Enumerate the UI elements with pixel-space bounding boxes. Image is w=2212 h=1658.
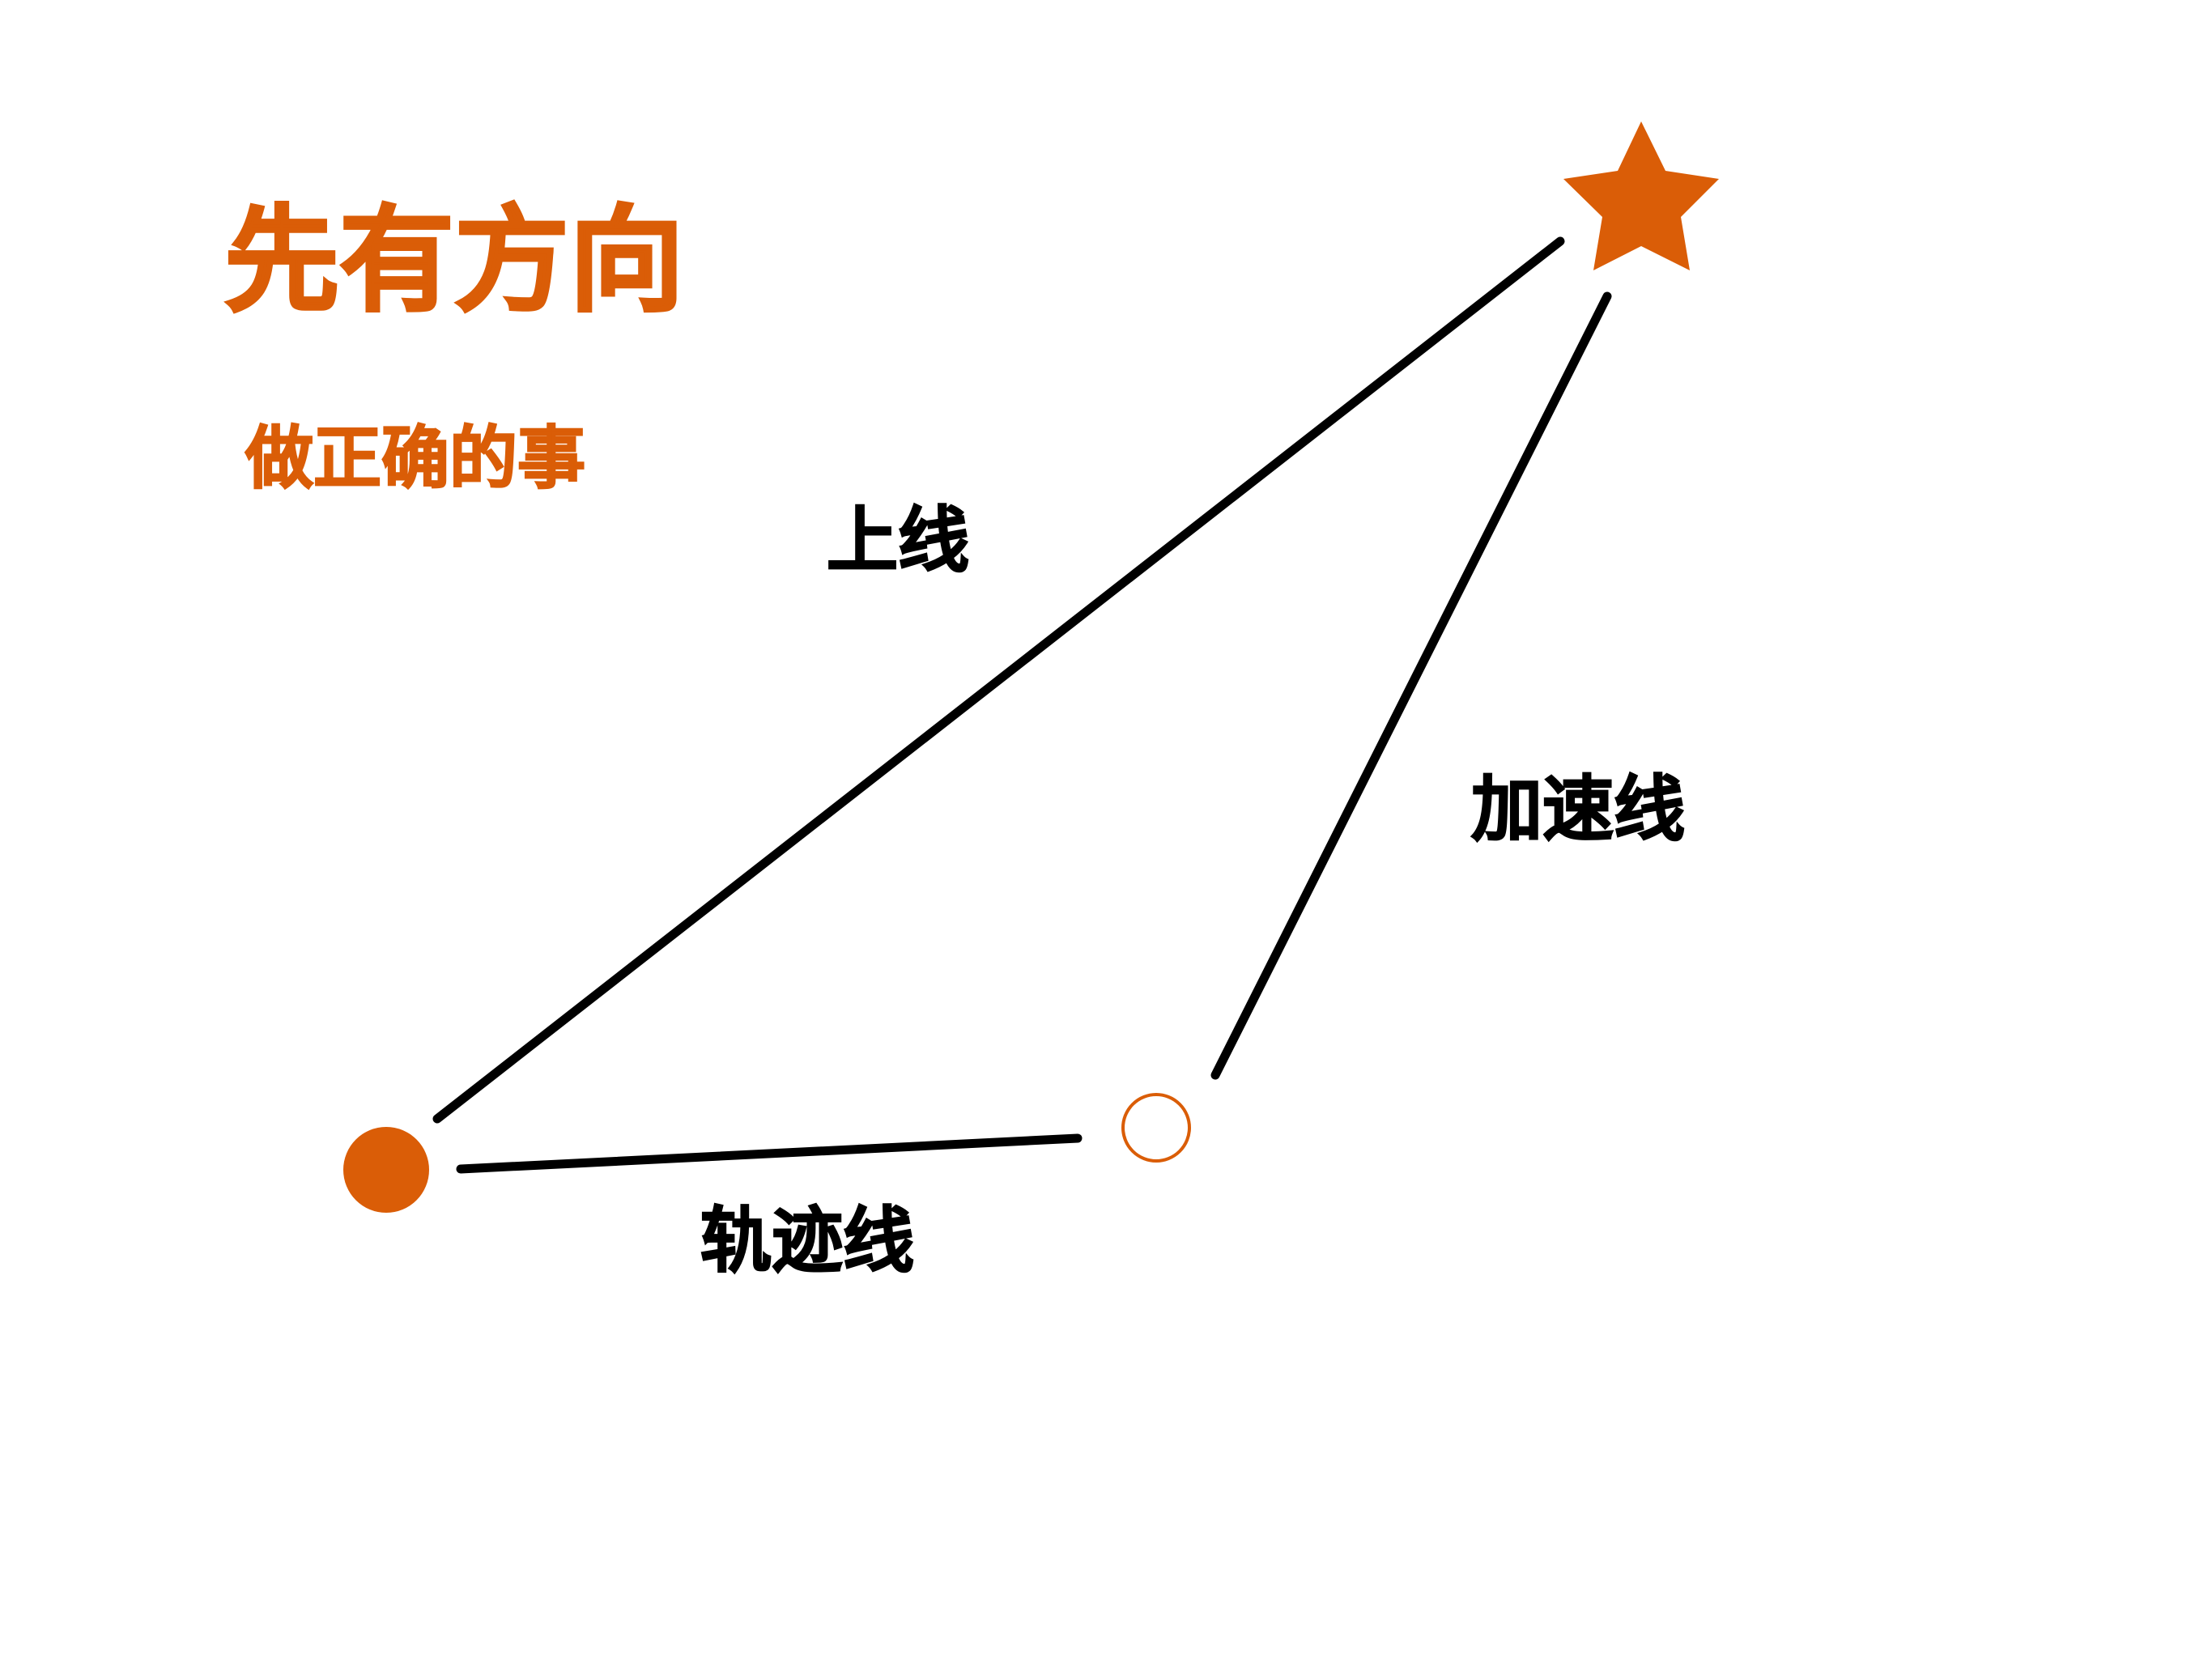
page-title: 先有方向 (223, 194, 686, 328)
upper-line (432, 236, 1565, 1124)
upper-line-label: 上线 (826, 499, 970, 582)
trajectory-line-label: 轨迹线 (700, 1199, 915, 1282)
filled-circle-icon (343, 1127, 429, 1213)
hollow-circle-icon (1121, 1093, 1191, 1163)
star-icon (1563, 121, 1719, 270)
acceleration-line-label: 加速线 (1470, 767, 1686, 851)
page-subtitle: 做正确的事 (245, 419, 586, 498)
acceleration-line (1210, 291, 1612, 1080)
trajectory-line (456, 1133, 1083, 1174)
